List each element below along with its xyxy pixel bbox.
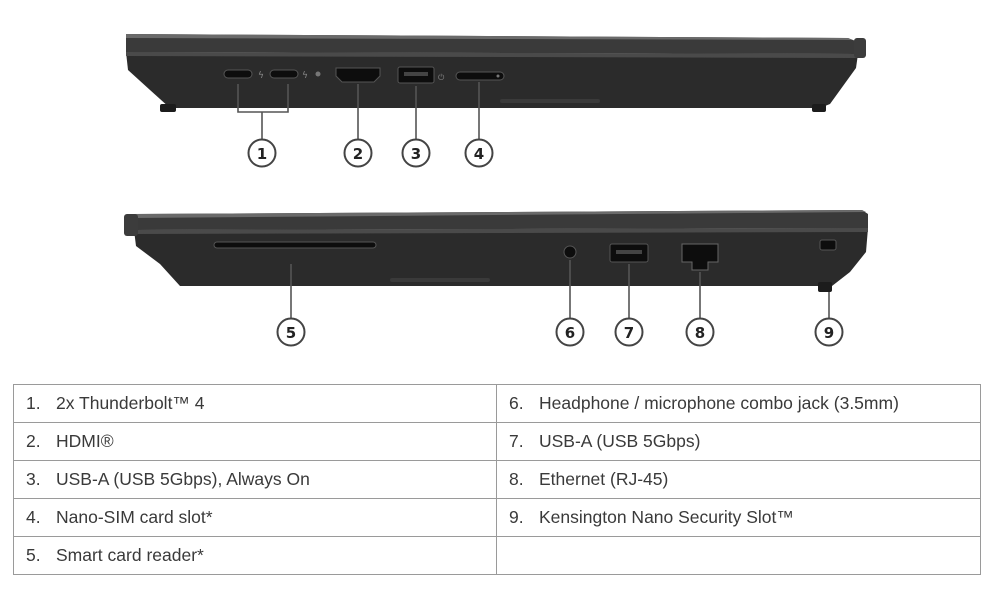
legend-cell: 1. 2x Thunderbolt™ 4 <box>13 384 497 423</box>
thunderbolt-port-2 <box>269 69 299 79</box>
legend-cell: 3. USB-A (USB 5Gbps), Always On <box>13 460 497 499</box>
svg-text:7: 7 <box>624 324 634 342</box>
legend-label: Kensington Nano Security Slot™ <box>539 507 794 527</box>
callout-5: 5 <box>276 317 306 347</box>
table-row: 1. 2x Thunderbolt™ 4 6. Headphone / microp… <box>13 384 981 423</box>
power-icon: ⏻ <box>438 73 445 82</box>
svg-text:4: 4 <box>474 145 484 163</box>
svg-text:9: 9 <box>824 324 834 342</box>
callout-2: 2 <box>343 138 373 168</box>
table-row: 5. Smart card reader* <box>13 536 981 575</box>
svg-text:5: 5 <box>286 324 296 342</box>
svg-text:2: 2 <box>353 145 363 163</box>
callout-6: 6 <box>555 317 585 347</box>
legend-cell: 7. USB-A (USB 5Gbps) <box>496 422 981 461</box>
legend-number: 6. <box>509 393 524 413</box>
kensington-lock-slot <box>819 239 837 251</box>
hdmi-port <box>335 67 381 83</box>
svg-text:3: 3 <box>411 145 421 163</box>
legend-label: 2x Thunderbolt™ 4 <box>56 393 205 413</box>
svg-text:1: 1 <box>257 145 267 163</box>
legend-cell: 5. Smart card reader* <box>13 536 497 575</box>
svg-text:6: 6 <box>565 324 575 342</box>
laptop-ports-figure: ϟ ϟ ⏻ 1 2 3 4 <box>124 34 868 347</box>
thunderbolt-port-1 <box>223 69 253 79</box>
legend-label: USB-A (USB 5Gbps) <box>539 431 701 451</box>
laptop-left-side-view: ϟ ϟ ⏻ <box>126 34 866 112</box>
legend-number: 4. <box>26 507 41 527</box>
thunderbolt-icon: ϟ <box>258 71 264 81</box>
callout-8: 8 <box>685 317 715 347</box>
table-row: 3. USB-A (USB 5Gbps), Always On 8. Etherne… <box>13 460 981 499</box>
legend-cell: 9. Kensington Nano Security Slot™ <box>496 498 981 537</box>
callout-7: 7 <box>614 317 644 347</box>
status-led <box>315 71 321 77</box>
legend-cell-empty <box>496 536 981 575</box>
ports-legend-table: 1. 2x Thunderbolt™ 4 6. Headphone / microp… <box>13 384 981 575</box>
headphone-jack <box>563 245 577 259</box>
legend-label: Ethernet (RJ-45) <box>539 469 669 489</box>
laptop-right-side-view <box>124 210 868 292</box>
legend-label: Smart card reader* <box>56 545 204 565</box>
legend-label: USB-A (USB 5Gbps), Always On <box>56 469 310 489</box>
legend-number: 1. <box>26 393 41 413</box>
table-row: 4. Nano-SIM card slot* 9. Kensington Nano … <box>13 498 981 537</box>
legend-number: 8. <box>509 469 524 489</box>
smart-card-reader-slot <box>213 241 377 249</box>
legend-cell: 2. HDMI® <box>13 422 497 461</box>
legend-number: 5. <box>26 545 41 565</box>
callout-9: 9 <box>814 317 844 347</box>
ethernet-port <box>681 243 719 271</box>
legend-number: 2. <box>26 431 41 451</box>
callout-4: 4 <box>464 138 494 168</box>
legend-number: 9. <box>509 507 524 527</box>
callout-1: 1 <box>247 138 277 168</box>
legend-number: 7. <box>509 431 524 451</box>
thunderbolt-icon: ϟ <box>302 71 308 81</box>
legend-label: HDMI® <box>56 431 114 451</box>
legend-label: Headphone / microphone combo jack (3.5mm… <box>539 393 899 413</box>
svg-text:8: 8 <box>695 324 705 342</box>
nano-sim-slot <box>455 71 505 81</box>
legend-cell: 4. Nano-SIM card slot* <box>13 498 497 537</box>
legend-number: 3. <box>26 469 41 489</box>
table-row: 2. HDMI® 7. USB-A (USB 5Gbps) <box>13 422 981 461</box>
callout-3: 3 <box>401 138 431 168</box>
legend-cell: 8. Ethernet (RJ-45) <box>496 460 981 499</box>
legend-cell: 6. Headphone / microphone combo jack (3.5… <box>496 384 981 423</box>
legend-label: Nano-SIM card slot* <box>56 507 213 527</box>
